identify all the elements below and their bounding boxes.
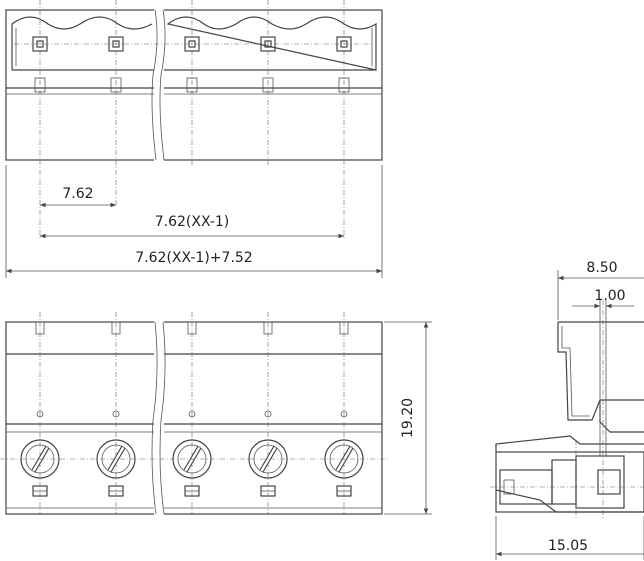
dim-span: 7.62(XX-1) <box>40 214 344 239</box>
top-view-break-right <box>159 9 166 161</box>
dim-side-depth-label: 15.05 <box>548 538 588 554</box>
side-view-screw-housing <box>575 455 625 509</box>
dim-pitch: 7.62 <box>40 186 116 208</box>
front-view-centerlines <box>0 312 390 514</box>
front-view-body-outline <box>5 321 383 515</box>
front-view-break-gap <box>154 318 164 518</box>
dim-total-length: 7.62(XX-1)+7.52 <box>5 165 383 278</box>
top-view <box>5 0 383 240</box>
dim-height: 19.20 <box>384 321 432 515</box>
top-view-break-left <box>151 9 158 161</box>
dim-total-length-label: 7.62(XX-1)+7.52 <box>135 250 252 266</box>
side-view-upper-edge <box>495 435 644 452</box>
side-view <box>490 300 644 520</box>
side-view-shoulder <box>599 400 644 433</box>
dim-span-label: 7.62(XX-1) <box>155 214 230 230</box>
dim-side-offset: 1.00 <box>572 288 634 340</box>
top-view-centerlines <box>14 0 374 240</box>
side-view-clamp <box>551 459 577 505</box>
dim-side-depth: 15.05 <box>495 516 644 560</box>
dim-side-width: 8.50 <box>557 260 644 320</box>
top-view-body-outline <box>5 9 383 161</box>
side-view-top-inner <box>561 326 590 417</box>
dim-height-label: 19.20 <box>400 398 416 438</box>
side-view-lower-slope <box>495 489 644 513</box>
dim-side-offset-label: 1.00 <box>594 288 625 304</box>
top-view-inner-walls <box>15 28 373 66</box>
side-view-screw-head <box>597 469 621 495</box>
dim-pitch-label: 7.62 <box>62 186 93 202</box>
dim-side-width-label: 8.50 <box>586 260 617 276</box>
top-view-break-gap <box>154 6 164 164</box>
side-view-body <box>495 451 644 513</box>
front-view-break-right <box>159 321 166 515</box>
front-view <box>0 312 390 518</box>
top-view-scallop-profile <box>11 16 377 71</box>
front-view-break-left <box>151 321 158 515</box>
